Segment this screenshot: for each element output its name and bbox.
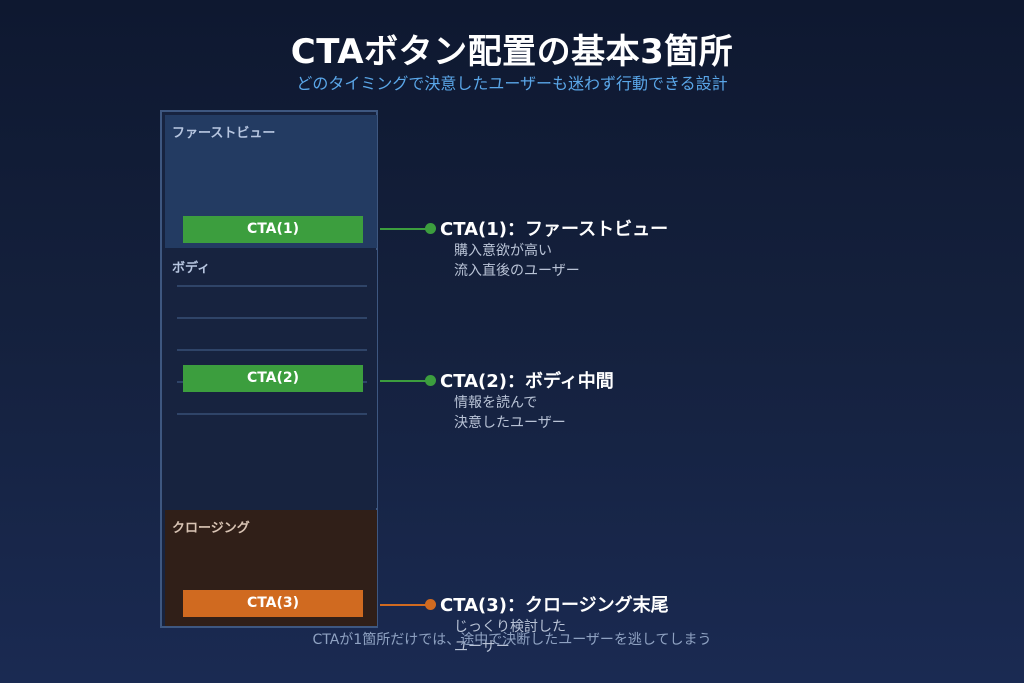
cta-3-callout-title: CTA(3)：クロージング末尾 [440, 595, 669, 616]
first-view-section: ファーストビュー CTA(1) [165, 115, 377, 248]
cta-3-callout-desc-line2: ユーザー [454, 639, 510, 655]
footer-note: CTAが1箇所だけでは、途中で決断したユーザーを逃してしまう [312, 632, 712, 648]
diagram-subtitle: どのタイミングで決意したユーザーも迷わず行動できる設計 [296, 74, 728, 93]
body-text-line [177, 349, 367, 351]
cta-2-connector-line [380, 380, 430, 382]
landing-page-mockup: ファーストビュー CTA(1) ボディ CTA(2) クロージング CTA(3) [160, 110, 378, 628]
cta-2-callout-desc-line1: 情報を読んで [454, 395, 538, 411]
cta-1-callout-desc-line2: 流入直後のユーザー [454, 263, 580, 279]
diagram-title: CTAボタン配置の基本3箇所 [290, 32, 734, 72]
closing-section: クロージング CTA(3) [165, 510, 377, 626]
cta-2-callout-desc-line2: 決意したユーザー [454, 415, 566, 431]
closing-label: クロージング [172, 521, 250, 536]
cta-2-connector-dot [425, 375, 436, 386]
cta-1-button[interactable]: CTA(1) [183, 216, 363, 243]
body-text-line [177, 317, 367, 319]
first-view-label: ファーストビュー [172, 126, 276, 141]
cta-3-connector-line [380, 604, 430, 606]
cta-3-button[interactable]: CTA(3) [183, 590, 363, 617]
cta-3-callout-desc-line1: じっくり検討した [454, 619, 566, 635]
cta-2-callout-title: CTA(2)：ボディ中間 [440, 371, 614, 392]
cta-1-connector-dot [425, 223, 436, 234]
body-label: ボディ [172, 261, 211, 276]
cta-1-callout-desc-line1: 購入意欲が高い [454, 243, 552, 259]
body-text-line [177, 413, 367, 415]
cta-1-callout-title: CTA(1)：ファーストビュー [440, 219, 669, 240]
cta-3-connector-dot [425, 599, 436, 610]
body-text-line [177, 285, 367, 287]
cta-2-button[interactable]: CTA(2) [183, 365, 363, 392]
body-section: ボディ CTA(2) [165, 250, 377, 508]
cta-1-connector-line [380, 228, 430, 230]
